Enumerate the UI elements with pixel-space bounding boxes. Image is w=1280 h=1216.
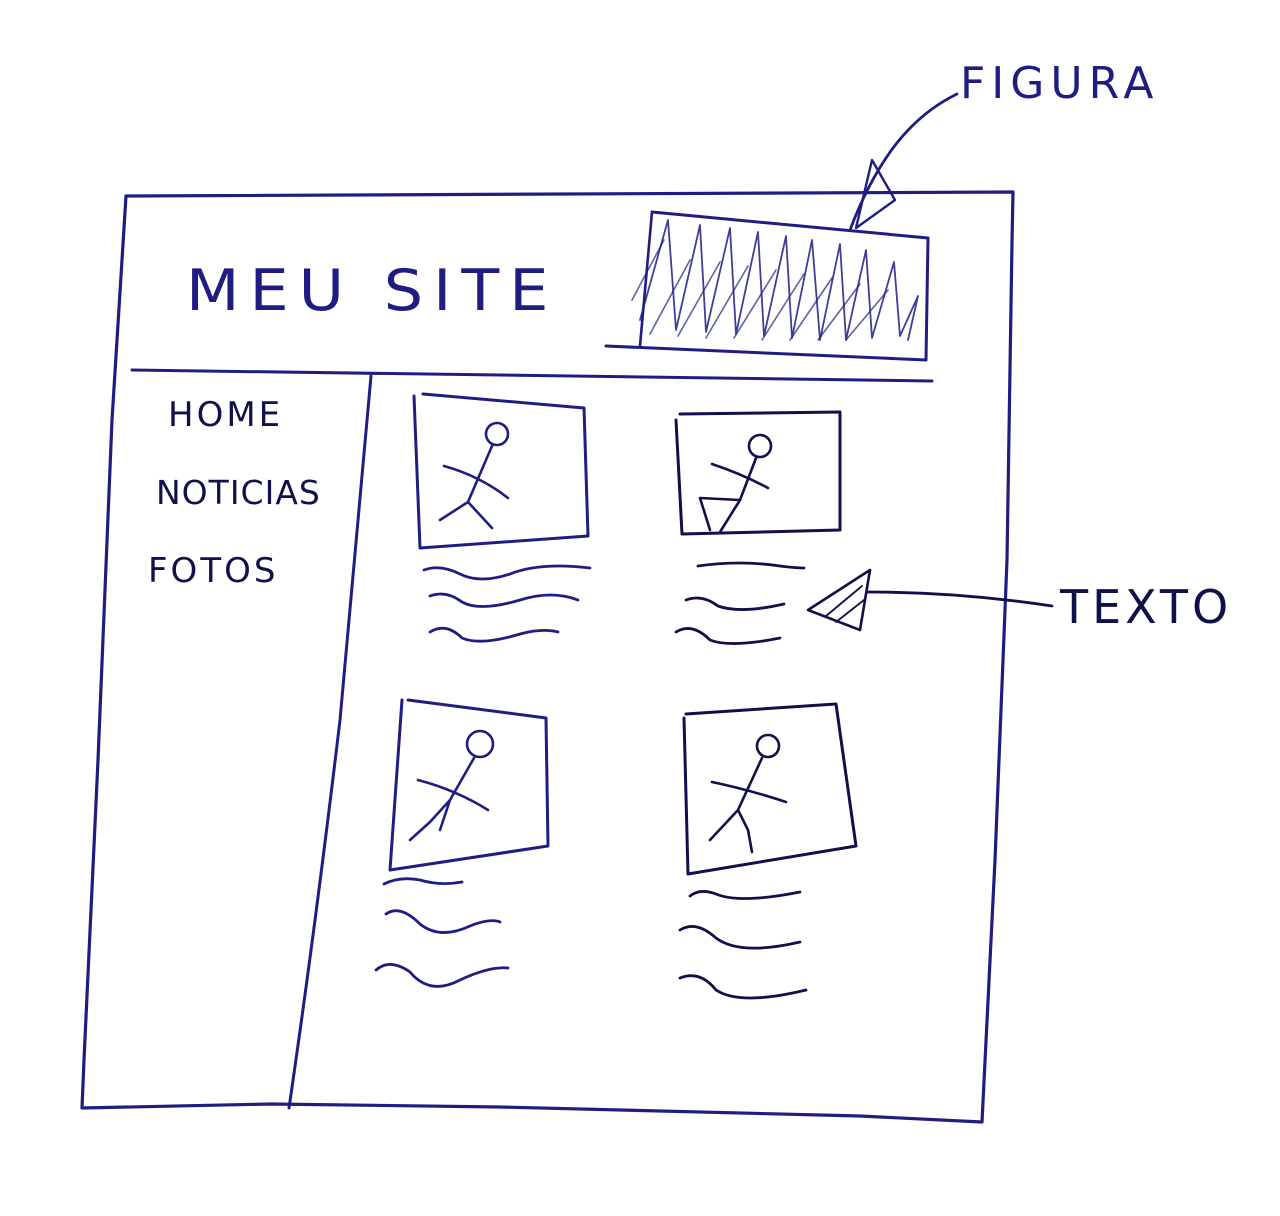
card-2 [674, 410, 842, 645]
sidebar-divider [287, 374, 373, 1110]
person-icon [438, 421, 510, 530]
card-text-lines [678, 890, 808, 1000]
card-image-frame [412, 392, 590, 550]
header-figure [604, 210, 930, 362]
card-image-frame [674, 410, 842, 536]
person-icon [708, 733, 788, 854]
card-image-frame [388, 698, 550, 872]
header-divider [130, 368, 934, 383]
text-annotation-label: TEXTO [1060, 580, 1233, 634]
site-title: MEU SITE [186, 256, 559, 324]
card-image-frame [682, 702, 858, 876]
person-icon [698, 433, 773, 534]
card-3 [374, 698, 550, 988]
figure-annotation-label: FIGURA [960, 58, 1160, 109]
card-text-lines [674, 561, 806, 645]
sidebar-item-home[interactable]: HOME [168, 395, 284, 435]
sidebar-item-fotos[interactable]: FOTOS [148, 551, 279, 591]
text-annotation-arrow [806, 568, 1054, 632]
card-4 [678, 702, 858, 1000]
sidebar-item-noticias[interactable]: NOTICIAS [156, 473, 321, 512]
card-1 [412, 392, 592, 643]
person-icon [408, 729, 495, 842]
figure-annotation-arrow [848, 92, 959, 232]
page-frame [80, 190, 1015, 1124]
card-text-lines [422, 564, 592, 643]
card-text-lines [374, 877, 510, 988]
